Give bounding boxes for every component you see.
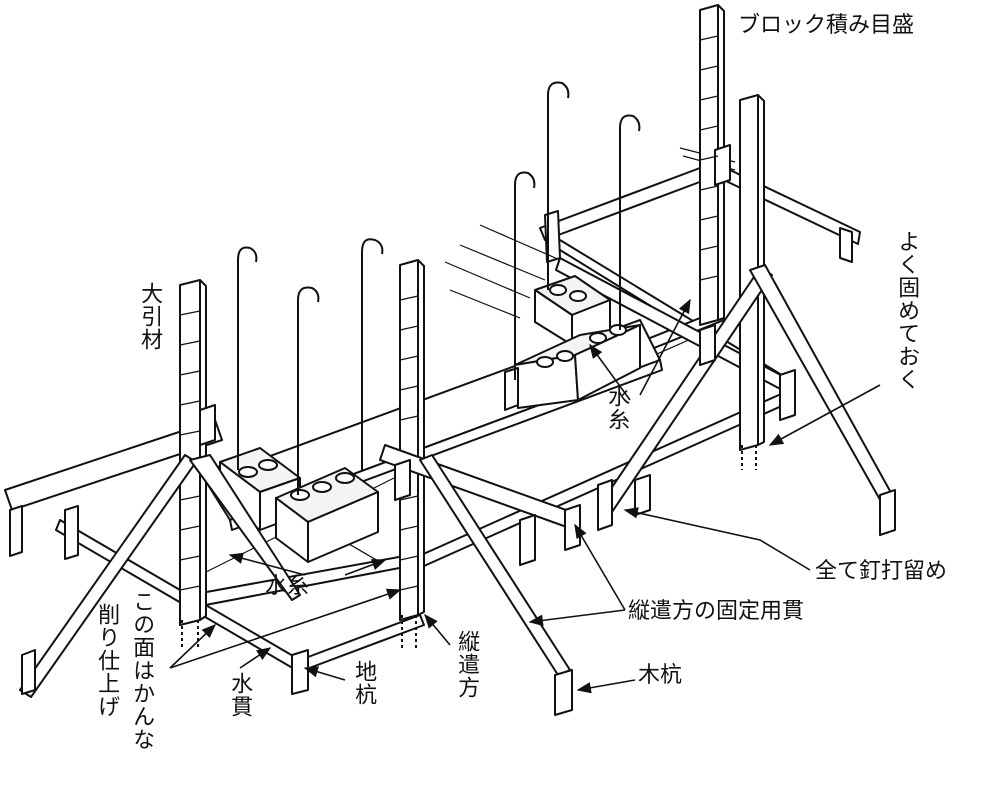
right-batter-post xyxy=(598,5,895,535)
label-nail-all: 全て釘打留め xyxy=(815,559,948,584)
label-brace-for-batter: 縦遣方の固定用貫 xyxy=(628,599,805,624)
label-main-post: 大引材 xyxy=(137,282,163,351)
label-plane-face-line1: この面はかんな xyxy=(129,590,155,751)
label-plane-face-line2: 削り仕上げ xyxy=(94,603,120,718)
left-batter-post xyxy=(5,280,308,697)
label-batter-post: 縦遣方 xyxy=(454,630,480,699)
rebars xyxy=(238,83,639,496)
label-wood-stake: 木杭 xyxy=(638,663,683,688)
leader-lines xyxy=(170,298,880,694)
label-ground-stake: 地杭 xyxy=(351,660,377,706)
label-water-string-front: 水糸 xyxy=(265,574,310,599)
label-water-batten: 水貫 xyxy=(227,672,253,718)
concrete-blocks xyxy=(220,276,640,562)
label-water-string-rear: 水糸 xyxy=(604,385,630,431)
label-block-gauge: ブロック積み目盛 xyxy=(738,13,915,38)
label-fix-firmly: よく固めておく xyxy=(894,230,920,391)
gauge-ticks xyxy=(180,36,718,590)
